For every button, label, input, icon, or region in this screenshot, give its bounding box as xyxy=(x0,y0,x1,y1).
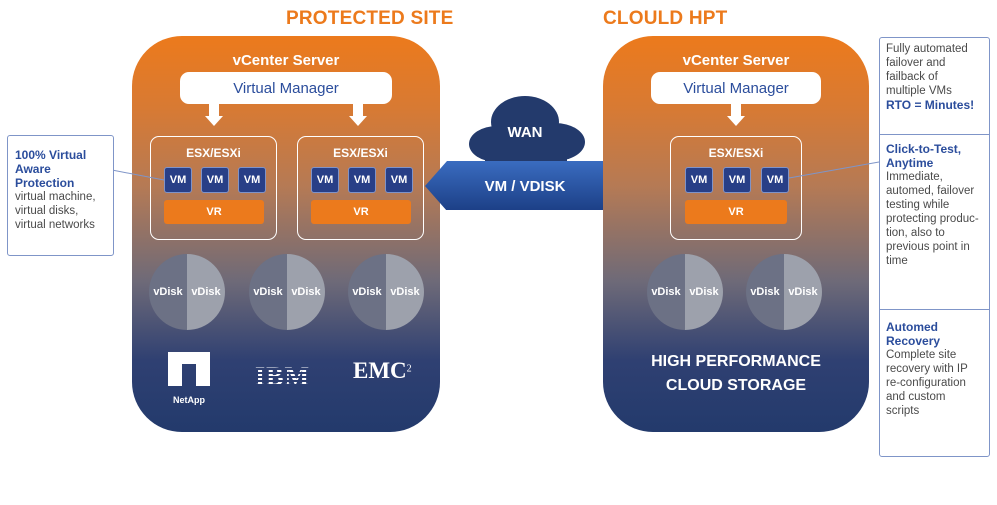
protected-site-panel: vCenter Server Virtual Manager ESX/ESXi … xyxy=(132,36,440,432)
callout-text-line: failback of xyxy=(886,71,938,83)
callout-title-line: Aware Protection xyxy=(15,162,75,190)
callout-title-line: Click-to-Test, xyxy=(886,142,962,156)
vm-chip: VM xyxy=(348,167,376,193)
protected-vcenter-label: vCenter Server xyxy=(232,52,340,69)
click-to-test-section: Click-to-Test, Anytime Immediate, autome… xyxy=(886,142,986,268)
callout-text-line: protecting produc- xyxy=(886,213,979,225)
right-callout-connector xyxy=(788,161,880,179)
vm-chip: VM xyxy=(238,167,266,193)
callout-text-line: tion, also to xyxy=(886,227,945,239)
callout-text-line: time xyxy=(886,255,908,267)
left-callout-content: 100% Virtual Aware Protection virtual ma… xyxy=(15,148,113,232)
esx-host-label: ESX/ESXi xyxy=(333,146,388,160)
vm-chip: VM xyxy=(164,167,192,193)
cloud-arrow-head xyxy=(727,116,745,126)
esx-host-label: ESX/ESXi xyxy=(186,146,241,160)
vm-chip: VM xyxy=(685,167,713,193)
netapp-logo-mark xyxy=(168,352,210,386)
ibm-logo: IBM xyxy=(255,362,321,392)
vr-bar: VR xyxy=(311,200,411,224)
vm-vdisk-label: VM / VDISK xyxy=(484,178,566,195)
callout-text-line: Fully automated xyxy=(886,43,968,55)
protected-arrow-2-stem xyxy=(353,104,363,116)
callout-text-line: previous point in xyxy=(886,241,970,253)
cloud-storage-line: CLOUD STORAGE xyxy=(665,377,807,394)
right-callout: Fully automated failover and failback of… xyxy=(879,37,990,457)
cloud-site-panel: vCenter Server Virtual Manager ESX/ESXi … xyxy=(603,36,869,432)
callout-divider xyxy=(880,134,989,135)
vm-chip: VM xyxy=(723,167,751,193)
callout-text-line: re-configuration xyxy=(886,377,966,389)
ibm-logo-text: IBM xyxy=(255,362,310,391)
callout-text-line: failover and xyxy=(886,57,946,69)
netapp-logo: NetApp xyxy=(165,350,213,405)
protected-arrow-1-stem xyxy=(209,104,219,116)
callout-divider xyxy=(880,309,989,310)
vm-chip: VM xyxy=(311,167,339,193)
vdisk-pair: vDisk vDisk xyxy=(746,254,822,330)
vr-bar: VR xyxy=(685,200,787,224)
callout-text-line: virtual networks xyxy=(15,219,95,231)
callout-text-line: Immediate, xyxy=(886,171,943,183)
vm-vdisk-double-arrow xyxy=(425,161,625,210)
vr-bar: VR xyxy=(164,200,264,224)
emc-logo-superscript: 2 xyxy=(406,363,412,375)
callout-title-line: Automed xyxy=(886,320,938,334)
protected-arrow-1-head xyxy=(205,116,223,126)
callout-text-line: automed, failover xyxy=(886,185,975,197)
esx-host-label: ESX/ESXi xyxy=(708,146,764,160)
protected-arrow-2-head xyxy=(349,116,367,126)
automed-recovery-section: Automed Recovery Complete site recovery … xyxy=(886,320,986,418)
callout-text-line: testing while xyxy=(886,199,950,211)
callout-text-line: recovery with IP xyxy=(886,363,968,375)
cloud-storage-label: HIGH PERFORMANCE CLOUD STORAGE xyxy=(603,350,869,398)
rto-highlight: RTO = Minutes! xyxy=(886,98,975,112)
callout-title-line: Recovery xyxy=(886,334,941,348)
left-callout: 100% Virtual Aware Protection virtual ma… xyxy=(7,135,114,256)
wan-link-graphic xyxy=(425,96,625,210)
cloud-arrow-stem xyxy=(731,104,741,116)
emc-logo: EMC2 xyxy=(353,358,423,388)
vm-chip: VM xyxy=(761,167,789,193)
wan-cloud-icon xyxy=(469,96,585,164)
cloud-vcenter-label: vCenter Server xyxy=(682,52,790,69)
left-callout-connector xyxy=(111,169,165,181)
netapp-logo-text: NetApp xyxy=(173,395,205,405)
callout-text-line: scripts xyxy=(886,405,920,417)
cloud-virtual-manager: Virtual Manager xyxy=(651,72,821,104)
cloud-site-title: CLOULD HPT xyxy=(603,8,728,29)
callout-text-line: and custom xyxy=(886,391,946,403)
protected-site-title: PROTECTED SITE xyxy=(286,8,454,29)
protected-esx-host-1: ESX/ESXi VM VM VM VR xyxy=(150,136,277,240)
vm-chip: VM xyxy=(201,167,229,193)
callout-text-line: virtual machine, xyxy=(15,191,96,203)
protected-esx-host-2: ESX/ESXi VM VM VM VR xyxy=(297,136,424,240)
callout-title-line: Anytime xyxy=(886,156,934,170)
wan-label: WAN xyxy=(507,124,543,141)
cloud-esx-host: ESX/ESXi VM VM VM VR xyxy=(670,136,802,240)
protected-virtual-manager: Virtual Manager xyxy=(180,72,392,104)
callout-text-line: multiple VMs xyxy=(886,85,952,97)
vm-chip: VM xyxy=(385,167,413,193)
emc-logo-text: EMC xyxy=(353,358,407,383)
right-callout-content: Fully automated failover and failback of… xyxy=(886,42,986,112)
cloud-storage-line: HIGH PERFORMANCE xyxy=(651,353,821,370)
callout-text-line: virtual disks, xyxy=(15,205,79,217)
callout-text-line: Complete site xyxy=(886,349,957,361)
callout-title-line: 100% Virtual xyxy=(15,148,87,162)
